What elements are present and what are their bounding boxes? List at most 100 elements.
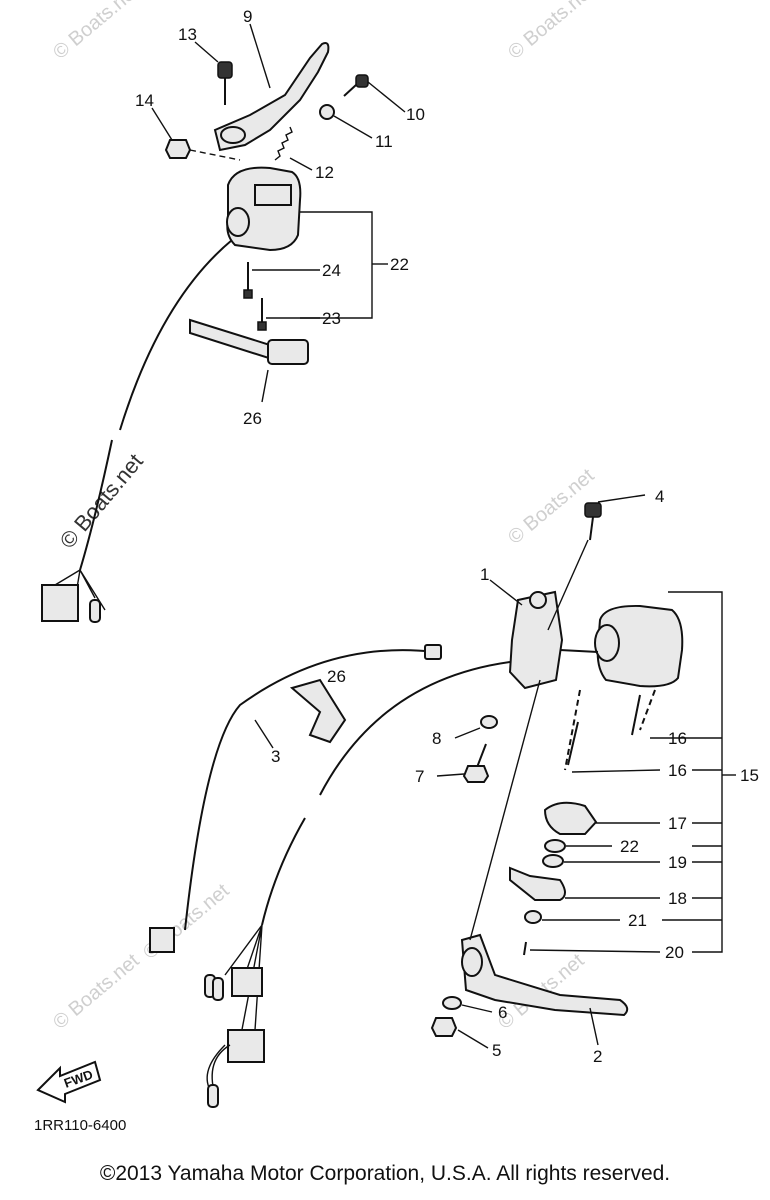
watermark-main: © Boats.net — [55, 449, 148, 553]
master-cylinder-bracket — [508, 590, 564, 690]
assembly-line — [189, 149, 241, 161]
screw-10-shank — [343, 84, 357, 97]
callout-16b: 16 — [668, 761, 687, 780]
callout-17: 17 — [668, 814, 687, 833]
callout-16a: 16 — [668, 729, 687, 748]
leader-2 — [589, 1007, 599, 1046]
right-connector-a — [231, 967, 263, 997]
callout-3: 3 — [271, 747, 280, 766]
callout-20: 20 — [665, 943, 684, 962]
left-bullet-connector — [89, 599, 101, 623]
leader-26a — [261, 369, 269, 403]
throttle-bore — [594, 624, 620, 662]
screw-25-head — [243, 289, 253, 299]
right-wires — [224, 924, 263, 1041]
bolt-13-head — [217, 61, 233, 79]
right-switch-housing — [596, 604, 684, 688]
callout-19: 19 — [668, 853, 687, 872]
left-connector — [41, 584, 79, 622]
right-bullet-b — [212, 977, 224, 1001]
watermark: © Boats.net — [504, 0, 599, 64]
leader-9 — [249, 23, 271, 89]
washer-8 — [480, 715, 498, 729]
leader-14 — [151, 107, 173, 141]
handlebar-stub — [559, 649, 599, 653]
leader-4 — [597, 494, 646, 503]
bracket-23 — [300, 211, 373, 319]
bracket-bore — [529, 591, 547, 609]
assembly-line-3 — [547, 539, 589, 631]
left-switch-assembly — [41, 23, 406, 623]
nut-14 — [164, 139, 192, 159]
callout-23: 22 — [390, 255, 409, 274]
callout-26b: 26 — [327, 667, 346, 686]
brake-switch-cable — [184, 649, 436, 931]
callout-2: 2 — [593, 1047, 602, 1066]
right-connector-b — [227, 1029, 265, 1063]
cable-3-connector — [149, 927, 175, 953]
copyright-notice: ©2013 Yamaha Motor Corporation, U.S.A. A… — [99, 1162, 671, 1185]
screw-10-head — [355, 74, 369, 88]
callout-18: 18 — [668, 889, 687, 908]
watermark: © Boats.net — [49, 949, 144, 1033]
screw-16b — [567, 721, 579, 766]
screw-16-axis — [564, 689, 581, 771]
leader-16b — [571, 769, 661, 773]
nut-5 — [430, 1017, 458, 1037]
callout-12: 12 — [315, 163, 334, 182]
washer-19 — [542, 854, 564, 868]
leader-7 — [436, 773, 465, 777]
washer-22 — [544, 839, 566, 853]
callout-6: 6 — [498, 1003, 507, 1022]
leader-1 — [489, 579, 523, 606]
clip-21 — [524, 910, 542, 924]
callout-labels: 9 13 10 11 12 14 22 24 23 26 4 1 26 3 8 … — [135, 7, 759, 1066]
leader-8 — [454, 727, 481, 739]
callout-14: 14 — [135, 91, 154, 110]
choke-lever-18 — [509, 866, 566, 901]
brake-lever-shape — [460, 933, 629, 1017]
callout-25: 24 — [322, 261, 341, 280]
clutch-lever-shape — [213, 42, 330, 152]
leader-3 — [254, 719, 274, 749]
callout-21: 21 — [628, 911, 647, 930]
assembly-line-2 — [469, 679, 541, 941]
leader-5 — [457, 1029, 489, 1049]
leader-10 — [367, 81, 406, 113]
leader-13 — [194, 41, 219, 63]
diagram-code: 1RR110-6400 — [34, 1117, 126, 1134]
bolt-4-shank — [589, 516, 594, 541]
lever-pivot — [220, 126, 246, 144]
brake-lever-pivot — [461, 947, 483, 977]
screw-16a-axis — [639, 689, 656, 731]
cable-tie-26b — [289, 678, 347, 744]
callout-26a: 26 — [243, 409, 262, 428]
callout-22: 22 — [620, 837, 639, 856]
right-harness-lower — [261, 817, 306, 926]
callout-8: 8 — [432, 729, 441, 748]
right-switch-assembly — [149, 494, 736, 1108]
forward-arrow-icon: FWD — [36, 1060, 102, 1104]
bolt-7-head — [462, 765, 490, 783]
throttle-grip-part-17 — [543, 801, 598, 835]
spring-12 — [274, 126, 293, 161]
leader-12 — [289, 157, 313, 171]
callout-1: 1 — [480, 565, 489, 584]
bolt-4-head — [584, 502, 602, 518]
callout-7: 7 — [415, 767, 424, 786]
screw-16a — [631, 694, 641, 736]
washer-6 — [442, 996, 462, 1010]
switch-face — [254, 184, 292, 206]
callout-11: 11 — [375, 132, 393, 151]
bracket-15 — [668, 591, 723, 953]
cable-tie-head — [267, 339, 309, 365]
screw-20 — [523, 941, 527, 956]
callout-9: 9 — [243, 7, 252, 26]
watermark: © Boats.net — [49, 0, 144, 64]
callout-24: 23 — [322, 309, 341, 328]
callout-13: 13 — [178, 25, 197, 44]
left-harness-upper — [119, 239, 233, 431]
callout-4: 4 — [655, 487, 664, 506]
